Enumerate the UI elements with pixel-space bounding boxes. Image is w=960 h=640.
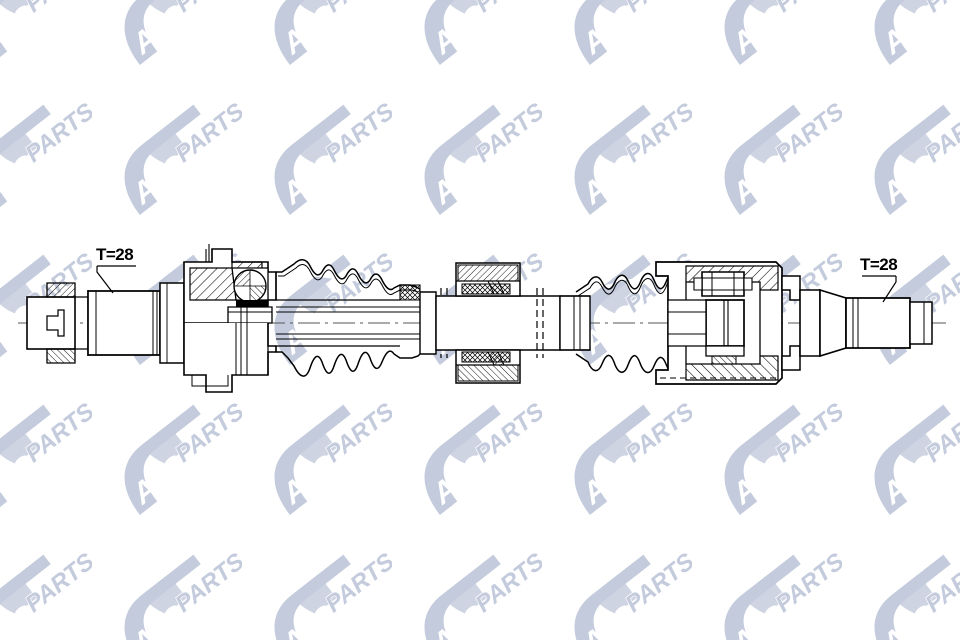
left-boot	[275, 259, 421, 377]
leader-line-left	[96, 265, 136, 294]
left-spline-label: T=28	[96, 245, 133, 264]
left-spline-stub	[87, 282, 185, 364]
center-shaft	[419, 288, 561, 358]
left-cv-joint	[183, 244, 277, 393]
left-shaft-end-circlip	[26, 282, 89, 364]
right-cv-joint	[655, 261, 801, 385]
right-spline-stub	[799, 288, 933, 358]
leader-line-right	[862, 275, 897, 303]
center-damper-bearing	[455, 262, 521, 384]
right-spline-label: T=28	[860, 255, 897, 274]
